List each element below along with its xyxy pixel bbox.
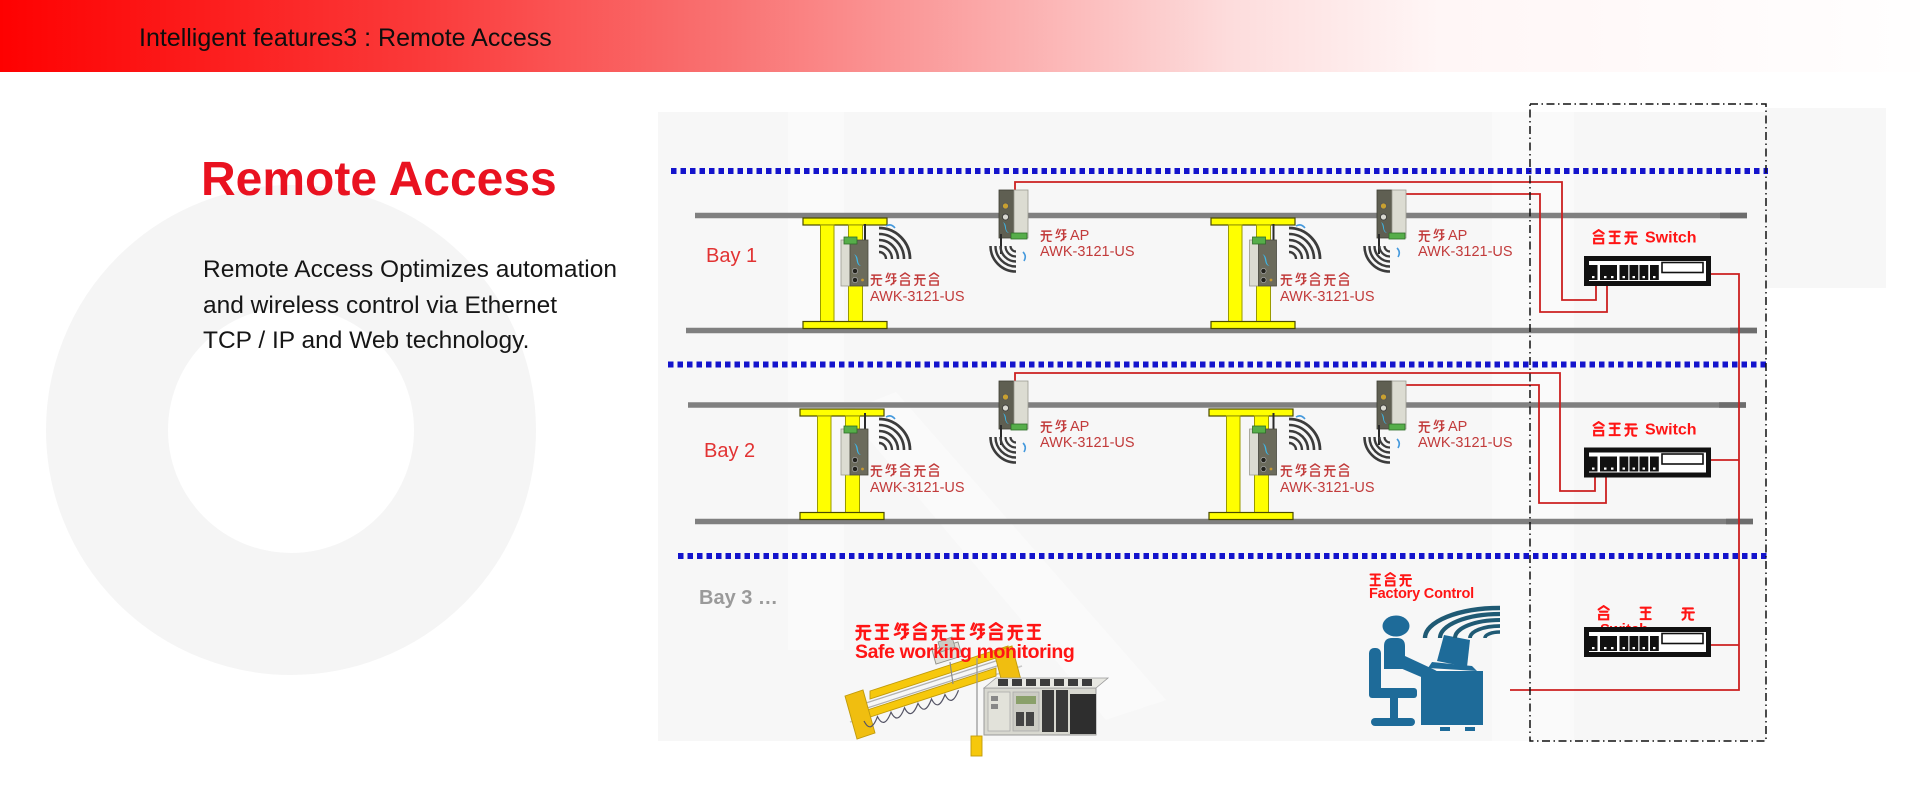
svg-text:AWK-3121-US: AWK-3121-US — [1040, 435, 1135, 451]
svg-text:AP: AP — [1070, 419, 1089, 435]
svg-text:Bay 1: Bay 1 — [706, 245, 757, 267]
svg-text:AWK-3121-US: AWK-3121-US — [1418, 244, 1513, 260]
svg-text:Bay 2: Bay 2 — [704, 440, 755, 462]
svg-text:Bay 3 …: Bay 3 … — [699, 587, 778, 609]
svg-text:Switch: Switch — [1645, 422, 1697, 439]
svg-text:AWK-3121-US: AWK-3121-US — [1040, 244, 1135, 260]
svg-text:Factory Control: Factory Control — [1369, 586, 1474, 602]
svg-text:AP: AP — [1070, 228, 1089, 244]
svg-text:AP: AP — [1448, 228, 1467, 244]
svg-text:Safe working monitoring: Safe working monitoring — [855, 641, 1074, 663]
svg-text:AWK-3121-US: AWK-3121-US — [1418, 435, 1513, 451]
svg-text:AWK-3121-US: AWK-3121-US — [870, 480, 965, 496]
svg-text:AP: AP — [1448, 419, 1467, 435]
svg-text:AWK-3121-US: AWK-3121-US — [1280, 289, 1375, 305]
svg-text:Switch: Switch — [1645, 230, 1697, 247]
svg-text:AWK-3121-US: AWK-3121-US — [1280, 480, 1375, 496]
svg-text:AWK-3121-US: AWK-3121-US — [870, 289, 965, 305]
